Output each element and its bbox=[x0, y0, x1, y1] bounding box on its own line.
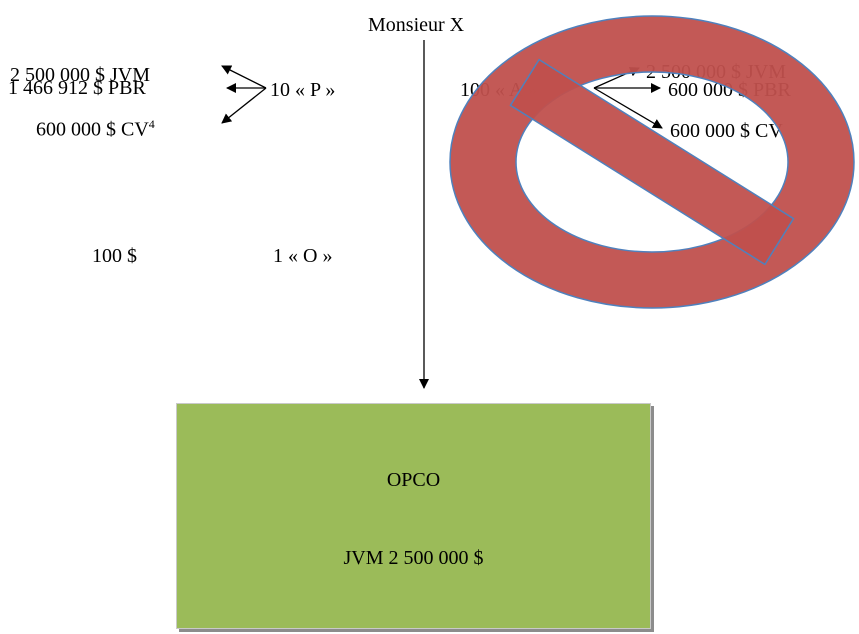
prohibition-bar bbox=[509, 58, 795, 266]
p-share-label: 10 « P » bbox=[270, 79, 336, 101]
right-value-cv: 600 000 $ CV bbox=[670, 120, 783, 142]
arrow-p-to-jvm bbox=[221, 65, 267, 89]
opco-box: OPCO JVM 2 500 000 $ bbox=[176, 403, 651, 629]
left-value-cv: 600 000 $ CV4 bbox=[36, 117, 155, 141]
arrow-a-to-cv bbox=[593, 87, 663, 129]
diagram-title: Monsieur X bbox=[368, 14, 465, 36]
common-share-label: 1 « O » bbox=[273, 245, 333, 267]
arrow-p-to-cv bbox=[221, 87, 267, 124]
left-value-pbr: 1 466 912 $ PBR bbox=[8, 77, 146, 99]
left-value-jvm: 2 500 000 $ JVM bbox=[10, 64, 151, 86]
opco-name: OPCO bbox=[386, 469, 441, 491]
opco-valuation: JVM 2 500 000 $ bbox=[343, 547, 484, 569]
common-share-amount: 100 $ bbox=[92, 245, 137, 267]
